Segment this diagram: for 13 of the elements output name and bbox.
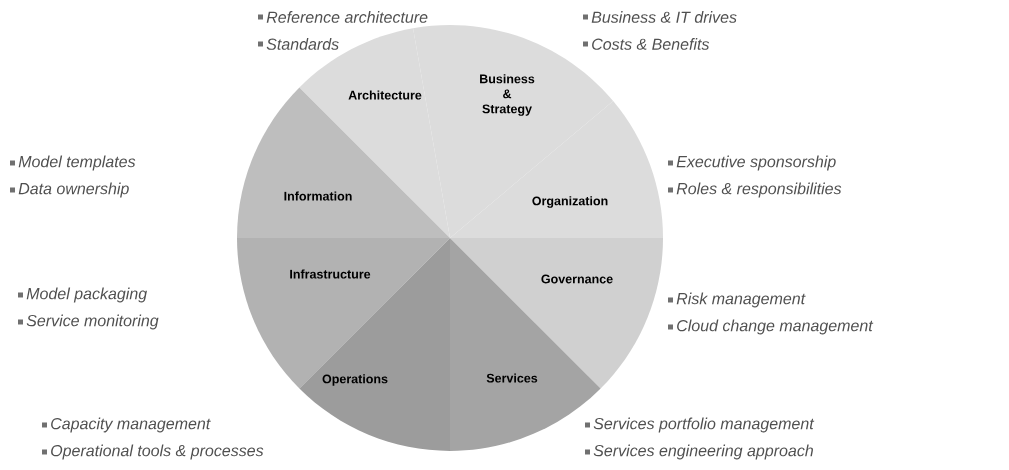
bullet-item: Reference architecture — [258, 11, 428, 23]
bullet-item: Data ownership — [10, 182, 129, 198]
bullet-item: Roles & responsibilities — [668, 182, 842, 198]
bullet-item: Service monitoring — [18, 314, 159, 330]
bullet-item: Cloud change management — [668, 319, 874, 335]
bullet-item: Executive sponsorship — [668, 155, 836, 171]
bullet-item: Model packaging — [18, 287, 147, 303]
bullet-item: Business & IT drives — [583, 11, 737, 23]
bullet-item: Risk management — [668, 292, 806, 308]
bullet-item: Capacity management — [42, 417, 211, 433]
bullet-item: Operational tools & processes — [42, 444, 264, 460]
bullet-item: Model templates — [10, 155, 136, 171]
node-label: Organization — [532, 196, 608, 208]
